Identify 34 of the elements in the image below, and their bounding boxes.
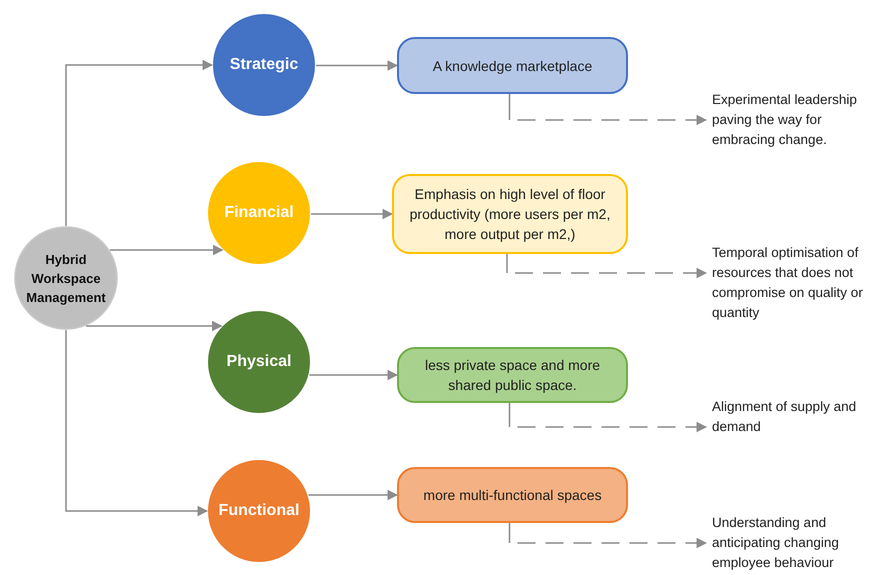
category-circle xyxy=(212,13,316,117)
description-box xyxy=(397,467,628,523)
node-label: Strategic xyxy=(230,56,298,74)
node-label: Functional xyxy=(218,502,300,520)
note-text: Understanding and anticipating changing employee behaviour xyxy=(712,513,886,575)
category-circle xyxy=(207,459,311,563)
category-circle xyxy=(207,161,311,265)
node-label: less private space and more shared public space. xyxy=(424,356,602,395)
arrow xyxy=(311,208,394,220)
node-label: Hybrid Workspace Management xyxy=(25,250,107,306)
arrow xyxy=(309,370,398,380)
dashed-arrow xyxy=(506,254,708,278)
category-circle xyxy=(207,310,311,414)
description-box xyxy=(397,347,628,403)
arrow xyxy=(65,330,208,516)
note-text: Temporal optimisation of resources that does not compromise on quality or quantity xyxy=(712,243,886,325)
arrow xyxy=(110,244,224,256)
node-label: Emphasis on high level of floor productivity (more users per m2, more output per m2,) xyxy=(408,185,612,244)
dashed-arrow xyxy=(508,94,708,126)
dashed-arrow xyxy=(508,523,708,548)
node-label: more multi-functional spaces xyxy=(423,486,602,505)
dashed-arrow xyxy=(508,403,708,432)
node-label: Physical xyxy=(226,353,292,371)
arrow xyxy=(65,60,214,226)
node-label: A knowledge marketplace xyxy=(432,56,592,76)
arrow xyxy=(86,320,223,332)
node-label: Financial xyxy=(224,204,294,222)
arrow xyxy=(308,490,398,500)
note-text: Experimental leadership paving the way for embracing change. xyxy=(712,90,886,152)
hub-circle xyxy=(14,226,118,330)
description-box xyxy=(397,37,628,94)
note-text: Alignment of supply and demand xyxy=(712,397,886,439)
description-box xyxy=(392,174,628,254)
arrow xyxy=(316,60,398,71)
